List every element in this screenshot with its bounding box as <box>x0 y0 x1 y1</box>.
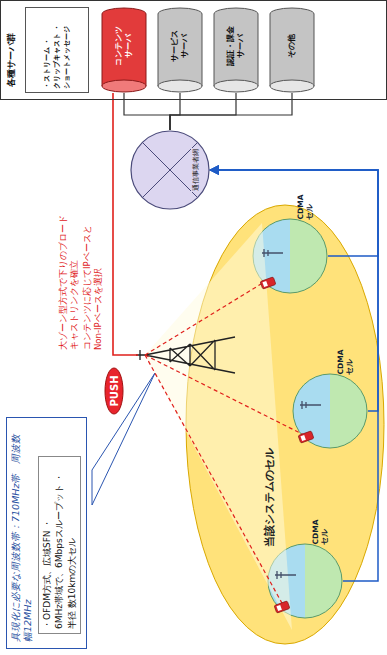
connector <box>210 170 378 411</box>
connector <box>170 93 236 130</box>
cylinder-cap <box>214 80 258 92</box>
connector <box>170 93 180 130</box>
server-group-frame: 各種サーバ群 ・ストリーム ・クリップキャスト ・ショートメッセージ コンテンツ サ… <box>0 0 387 100</box>
connector <box>124 93 170 130</box>
broadcast-ray <box>145 281 266 355</box>
cell-outline <box>293 374 367 448</box>
node-text: CDMAセル <box>311 520 330 545</box>
cell-half <box>293 374 330 448</box>
cell-outline <box>253 219 327 293</box>
cylinder-body <box>214 8 258 86</box>
node-text: サービス サーバ <box>170 20 190 72</box>
cell-half <box>330 374 367 448</box>
connector <box>210 170 378 581</box>
broadcast-ray <box>145 355 304 435</box>
node-text: 通信事業者網 <box>191 148 201 192</box>
mobile-phone <box>276 605 281 611</box>
node-text: ・ストリーム ・クリップキャスト ・ショートメッセージ <box>42 11 72 89</box>
broadcast-tower <box>136 337 235 373</box>
cylinder-cap <box>102 80 146 92</box>
server-cylinder: コンテンツ サーバ <box>101 7 147 93</box>
broadcast-ray <box>145 355 283 605</box>
mobile-phone <box>274 601 290 613</box>
mobile-phone <box>262 281 267 287</box>
node-text: 当該システムのセル <box>262 448 277 547</box>
cylinder-body <box>270 8 314 86</box>
node-text: 認証・課金 サーバ <box>226 20 246 72</box>
connector <box>210 170 378 256</box>
broadcast-link <box>113 93 138 355</box>
note-group: 大ゾーン型方式で下りのブロードキャストリンクを確立コンテンツに応じてIPベースと… <box>58 210 106 350</box>
node-text: ・OFDM方式、広域SFN ・6MHz帯域で、6Mbpsスループット ・半径 数… <box>38 456 82 634</box>
node-text: PUSH <box>109 375 120 406</box>
cylinder-body <box>158 8 202 86</box>
base-station-mast <box>262 249 321 579</box>
cylinder-cap <box>270 80 314 92</box>
broadcast-beam <box>145 223 292 630</box>
mobile-phone <box>260 277 276 289</box>
broadcast-tower <box>136 337 235 373</box>
mobile-phone <box>300 435 305 441</box>
push-outline <box>105 368 123 414</box>
node-text: CDMAセル <box>336 350 355 375</box>
server-cylinder: その他 <box>269 7 315 93</box>
cylinder-body <box>102 8 146 86</box>
mobile-phone <box>298 431 314 443</box>
mobile-phone <box>260 277 314 613</box>
base-station-mast <box>275 571 296 579</box>
node-text: コンテンツ サーバ <box>114 20 134 72</box>
node-text: CDMAセル <box>296 195 315 220</box>
shape-outline <box>292 359 368 463</box>
network-cross <box>142 142 197 197</box>
node-text: 各種サーバ群 <box>5 1 18 87</box>
cdma-cell: CDMAセル <box>292 359 368 463</box>
cell-half <box>290 219 327 293</box>
base-station-mast <box>300 401 321 409</box>
mobile-phone <box>298 431 314 443</box>
cylinder-cap <box>158 80 202 92</box>
callout-box: 具現化に必要な周波数帯：710MHz帯 周波数幅12MHz・OFDM方式、広域S… <box>6 417 87 649</box>
base-station-mast <box>262 249 283 257</box>
network-outline <box>131 131 209 209</box>
node-text: 具現化に必要な周波数帯：710MHz帯 周波数幅12MHz <box>10 424 35 642</box>
push-oval: PUSH <box>104 367 124 415</box>
mobile-phone <box>260 277 276 289</box>
broadcast-ray <box>145 281 304 605</box>
node-text: その他 <box>287 34 297 58</box>
content-type-box: ・ストリーム ・クリップキャスト ・ショートメッセージ <box>25 7 89 93</box>
server-cylinder: 認証・課金 サーバ <box>213 7 259 93</box>
server-cylinder: サービス サーバ <box>157 7 203 93</box>
note-text: 大ゾーン型方式で下りのブロードキャストリンクを確立 <box>58 210 80 350</box>
note-text: コンテンツに応じてIPベースとNon-IPベースを選択 <box>82 210 104 350</box>
callout-pointer <box>92 373 155 505</box>
mobile-phone <box>274 601 290 613</box>
network-circle: 通信事業者網 <box>130 130 210 210</box>
connector <box>170 93 292 130</box>
cell-half <box>305 544 342 618</box>
